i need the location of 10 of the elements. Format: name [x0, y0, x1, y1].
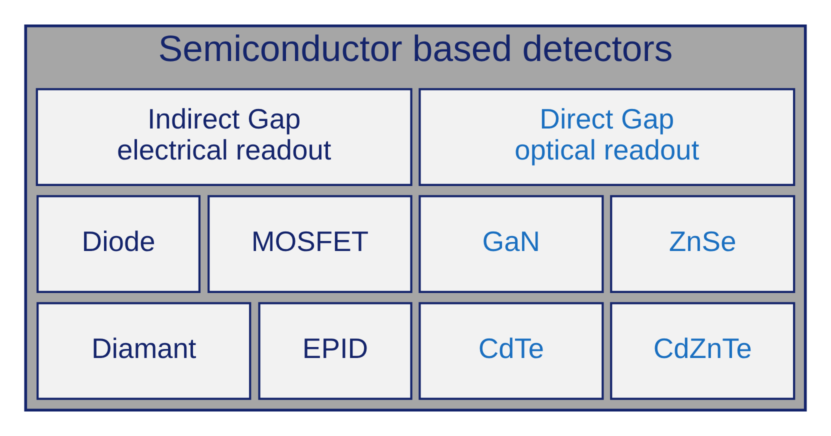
node-box: CdZnTe — [610, 302, 796, 400]
node-box: ZnSe — [610, 195, 796, 293]
node-box: Diode — [36, 195, 201, 293]
node-box: EPID — [258, 302, 412, 400]
node-box: MOSFET — [208, 195, 412, 293]
node-box: GaN — [418, 195, 604, 293]
node-box: Indirect Gap electrical readout — [36, 88, 412, 186]
node-box: Direct Gap optical readout — [418, 88, 796, 186]
node-box: Diamant — [36, 302, 252, 400]
node-box: CdTe — [418, 302, 604, 400]
